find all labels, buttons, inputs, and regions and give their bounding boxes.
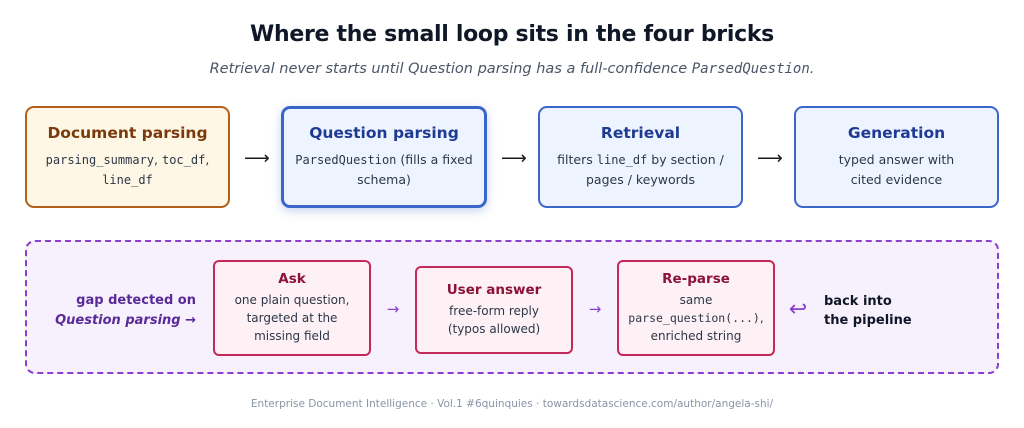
step-ask: Ask one plain question, targeted at the …: [213, 260, 371, 356]
step-title: Re-parse: [662, 271, 730, 287]
brick-description: ParsedQuestion (fills a fixed schema): [294, 150, 474, 190]
desc-text: same: [679, 293, 713, 307]
brick-title: Retrieval: [600, 124, 681, 142]
step-description: one plain question, targeted at the miss…: [234, 293, 350, 343]
desc-text: , enriched string: [650, 311, 764, 343]
step-title: User answer: [446, 282, 542, 298]
subtitle-code: ParsedQuestion: [691, 61, 810, 77]
code-line-df: line_df: [596, 153, 648, 167]
arrow-right-icon: →: [386, 300, 400, 318]
brick-retrieval: Retrieval filters line_df by section / p…: [538, 106, 743, 208]
step-reparse: Re-parse same parse_question(...), enrich…: [617, 260, 775, 356]
brick-title: Question parsing: [309, 124, 459, 142]
brick-description: typed answer with cited evidence: [838, 152, 955, 187]
subtitle-end: .: [809, 61, 815, 77]
code-parsing-summary: parsing_summary: [45, 153, 155, 167]
diagram-title: Where the small loop sits in the four br…: [250, 22, 774, 47]
brick-title: Generation: [847, 124, 946, 142]
back-line-1: back into: [824, 294, 892, 309]
code-parse-question: parse_question(...): [628, 311, 760, 325]
desc-text: filters: [557, 152, 597, 167]
back-line-2: the pipeline: [824, 313, 912, 328]
desc-text: (fills a fixed schema): [357, 152, 473, 187]
brick-title: Document parsing: [47, 124, 208, 142]
gap-line-1: gap detected on: [76, 293, 196, 308]
subtitle-text: Retrieval never starts until Question pa…: [209, 61, 692, 77]
footer-credit: Enterprise Document Intelligence · Vol.1…: [250, 398, 774, 410]
step-description: same parse_question(...), enriched string: [627, 291, 765, 345]
gap-detected-label: gap detected on Question parsing →: [52, 291, 196, 331]
brick-document-parsing: Document parsing parsing_summary, toc_df…: [25, 106, 230, 208]
arrow-right-icon: ⟶: [757, 148, 783, 169]
back-into-pipeline-label: back into the pipeline: [824, 292, 912, 330]
arrow-right-icon: ⟶: [501, 148, 527, 169]
brick-description: filters line_df by section / pages / key…: [550, 150, 731, 190]
return-arrow-icon: ↩: [788, 297, 808, 322]
step-user-answer: User answer free-form reply (typos allow…: [415, 266, 573, 354]
brick-generation: Generation typed answer with cited evide…: [794, 106, 999, 208]
brick-question-parsing: Question parsing ParsedQuestion (fills a…: [281, 106, 487, 208]
code-parsed-question: ParsedQuestion: [295, 153, 397, 167]
code-toc-df: toc_df: [161, 153, 206, 167]
code-line-df: line_df: [102, 173, 153, 187]
arrow-right-icon: ⟶: [244, 148, 270, 169]
desc-text: by section / pages / keywords: [585, 152, 724, 187]
brick-description: parsing_summary, toc_df,line_df: [46, 150, 210, 190]
separator: ,: [154, 152, 162, 167]
step-description: free-form reply (typos allowed): [447, 304, 541, 336]
arrow-right-icon: →: [588, 300, 602, 318]
step-title: Ask: [278, 271, 306, 287]
diagram-subtitle: Retrieval never starts until Question pa…: [0, 61, 1024, 77]
gap-line-2: Question parsing →: [55, 313, 196, 328]
separator: ,: [205, 152, 210, 167]
